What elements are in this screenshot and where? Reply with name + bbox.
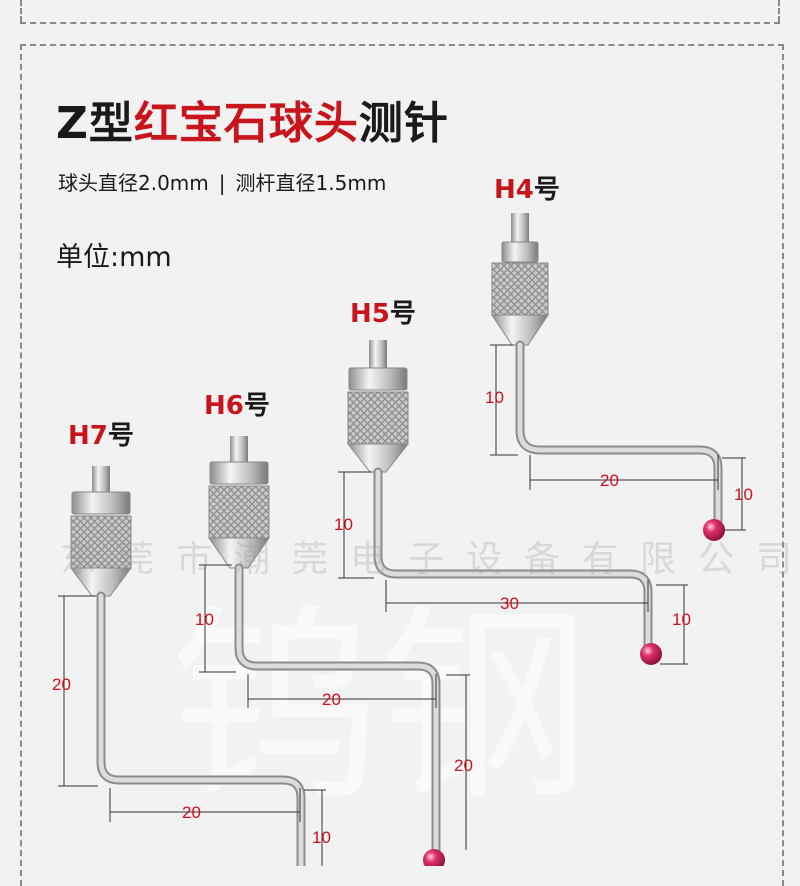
stylus [236, 565, 439, 853]
frame-top-right [778, 0, 780, 22]
label-h7-code: H7 [68, 421, 108, 451]
label-h7-suffix: 号 [107, 421, 134, 451]
dim-h6-v2: 20 [454, 756, 473, 775]
ball-diameter: 球头直径2.0mm [58, 171, 209, 195]
probe-drawing: 钨钢 10 20 10 10 30 10 [52, 213, 753, 866]
unit-label: 单位:mm [56, 242, 172, 273]
hex-nut [501, 241, 539, 263]
probe-h7: 20 20 10 [52, 466, 331, 866]
taper [491, 314, 549, 346]
title-highlight: 红宝石球头 [133, 98, 359, 149]
spec-line: 球头直径2.0mm | 测杆直径1.5mm [58, 168, 386, 198]
dim-h7-v1: 20 [52, 675, 71, 694]
taper [208, 537, 270, 569]
frame-top-left [20, 0, 22, 22]
dim-h4-v2: 10 [734, 485, 753, 504]
label-h5-code: H5 [350, 299, 390, 329]
dim-h6-v1: 10 [195, 610, 214, 629]
title-suffix: 测针 [358, 98, 449, 149]
taper [346, 443, 410, 473]
stylus-shadow [515, 340, 723, 525]
label-h7: H7号 [68, 420, 134, 452]
dim-h6-h: 20 [322, 690, 341, 709]
dim-h7-v2: 10 [312, 828, 331, 847]
probe-h6: 10 20 20 [195, 436, 473, 866]
knurled-grip [491, 262, 549, 316]
thread [369, 340, 387, 370]
watermark-text: 东莞市潮莞电子设备有限公司 [60, 539, 800, 580]
ruby-ball [703, 519, 725, 541]
thread [230, 436, 248, 466]
spec-separator: | [218, 171, 226, 195]
dim-h4-h: 20 [600, 471, 619, 490]
dim-h4-v1: 10 [485, 388, 504, 407]
stylus [375, 469, 651, 648]
bg-watermark-char: 钨钢 [170, 585, 590, 830]
dimension-lines [58, 595, 326, 866]
label-h5: H5号 [350, 298, 416, 330]
dim-h5-h: 30 [500, 594, 519, 613]
dim-h5-v1: 10 [334, 515, 353, 534]
dimension-lines [338, 471, 688, 665]
dimension-lines [199, 564, 470, 850]
thread [511, 213, 529, 243]
hex-nut [348, 367, 408, 391]
label-h6-suffix: 号 [243, 391, 270, 421]
probe-h4: 10 20 10 [485, 213, 753, 541]
dim-h7-h: 20 [182, 803, 201, 822]
rod-diameter: 测杆直径1.5mm [235, 171, 387, 195]
dim-h5-v2: 10 [672, 610, 691, 629]
stylus [517, 342, 721, 523]
label-h5-suffix: 号 [389, 299, 416, 329]
ruby-ball [423, 849, 445, 866]
page-title: Z型红宝石球头测针 [56, 96, 449, 152]
knurled-grip [347, 391, 409, 445]
label-h6-code: H6 [204, 391, 244, 421]
frame-top-line [20, 22, 780, 24]
label-h4-code: H4 [494, 175, 534, 205]
title-prefix: Z型 [56, 98, 134, 149]
label-h4: H4号 [494, 174, 560, 206]
knurled-grip [70, 515, 132, 569]
probe-h5: 10 30 10 [334, 340, 691, 665]
thread [92, 466, 110, 496]
label-h6: H6号 [204, 390, 270, 422]
content-panel [20, 44, 784, 886]
dimension-lines [490, 344, 746, 531]
ruby-ball [640, 643, 662, 665]
taper [70, 567, 132, 597]
hex-nut [71, 491, 131, 515]
knurled-grip [208, 485, 270, 539]
label-h4-suffix: 号 [533, 175, 560, 205]
hex-nut [209, 461, 269, 485]
